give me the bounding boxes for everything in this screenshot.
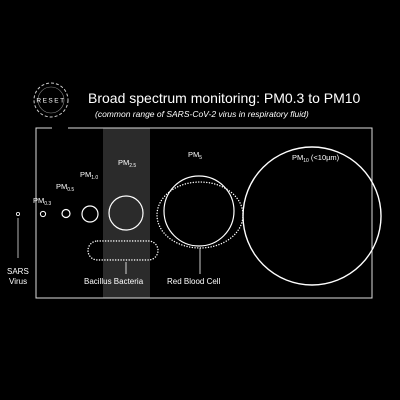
pm10big-particle: PM10 (<10µm) (242, 146, 382, 286)
sars-label-line2: Virus (9, 277, 27, 286)
pm25-label: PM2.5 (118, 158, 136, 169)
highlight-band (103, 128, 150, 298)
logo-text: RESET (36, 98, 65, 105)
pm10big-label: PM10 (<10µm) (292, 153, 340, 164)
red-blood-cell: Red Blood Cell (156, 181, 244, 286)
pm5-particle: PM5 (163, 150, 235, 247)
pm25-particle: PM2.5 (108, 158, 144, 231)
pm05-label: PM0.5 (56, 182, 74, 193)
page-title: Broad spectrum monitoring: PM0.3 to PM10 (88, 90, 361, 106)
rbc-label: Red Blood Cell (167, 277, 221, 286)
pm05-particle: PM0.5 (56, 182, 74, 219)
sars-label-line1: SARS (7, 267, 29, 276)
bacillus-label: Bacillus Bacteria (84, 277, 144, 286)
bacillus-bacteria: Bacillus Bacteria (84, 240, 159, 286)
sars-virus-dot (15, 211, 20, 216)
pm10-label: PM1.0 (80, 170, 98, 181)
frame-outline (35, 127, 373, 299)
pm10-particle: PM1.0 (80, 170, 99, 223)
pm5-label: PM5 (188, 150, 202, 161)
pm03-particle: PM0.3 (33, 196, 51, 218)
page-subtitle: (common range of SARS-CoV-2 virus in res… (95, 109, 309, 119)
sars-virus: SARS Virus (7, 211, 29, 286)
pm03-label: PM0.3 (33, 196, 51, 207)
reset-logo: RESET (33, 82, 69, 118)
